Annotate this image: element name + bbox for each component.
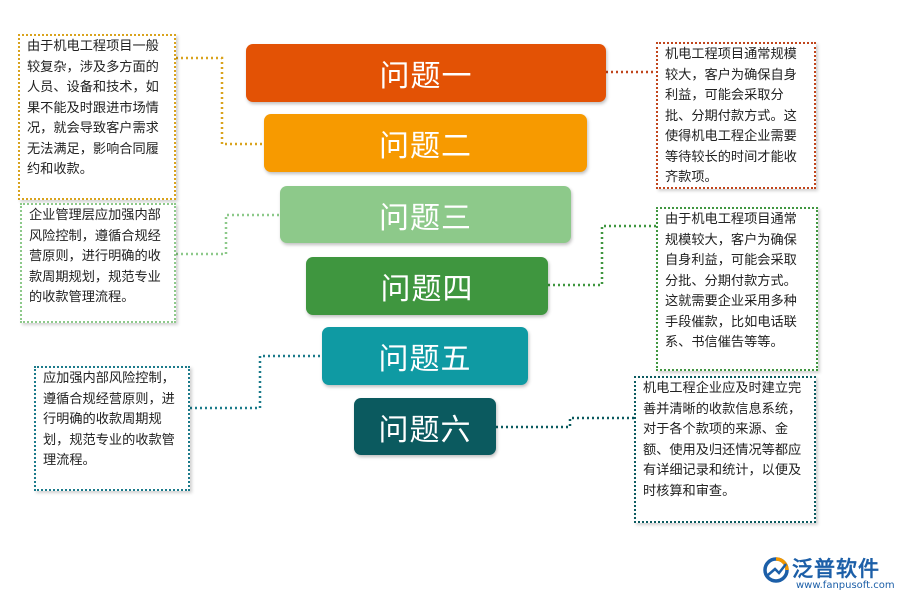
problem-6-bar: 问题六 [354,398,496,455]
logo-name: 泛普软件 [792,557,880,581]
note-problem-4: 由于机电工程项目通常规模较大，客户为确保自身利益，可能会采取分批、分期付款方式。… [656,207,818,371]
problem-3-bar: 问题三 [280,186,571,243]
connector-note-6 [496,416,634,429]
note-problem-3: 企业管理层应加强内部风险控制，遵循合规经营原则，进行明确的收款周期规划，规范专业… [20,203,176,323]
logo-mark-icon [763,557,789,583]
note-problem-6: 机电工程企业应及时建立完善并清晰的收款信息系统，对于各个款项的来源、金额、使用及… [634,376,816,523]
connector-note-3 [190,354,322,410]
connector-note-2 [176,213,280,256]
brand-logo: 泛普软件 www.fanpusoft.com [762,553,895,595]
logo-url: www.fanpusoft.com [796,580,895,591]
note-problem-1: 由于机电工程项目一般较复杂，涉及多方面的人员、设备和技术，如果不能及时跟进市场情… [18,34,176,200]
problem-2-bar: 问题二 [264,114,587,172]
note-problem-5: 应加强内部风险控制，遵循合规经营原则，进行明确的收款周期规划，规范专业的收款管理… [34,366,190,491]
note-problem-2: 机电工程项目通常规模较大，客户为确保自身利益，可能会采取分批、分期付款方式。这使… [656,42,816,189]
problem-1-bar: 问题一 [246,44,606,102]
problem-5-bar: 问题五 [322,327,528,385]
problem-4-bar: 问题四 [306,257,548,315]
connector-note-5 [548,224,656,287]
